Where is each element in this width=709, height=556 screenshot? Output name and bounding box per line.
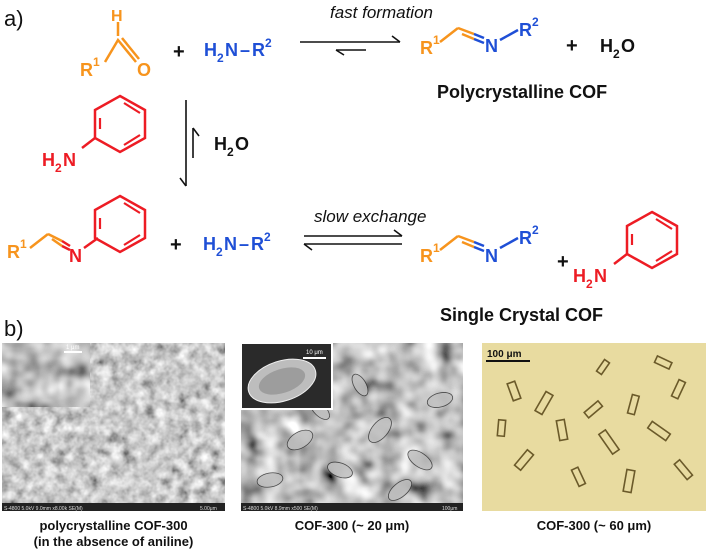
imine-product-2: R 1 N R 2: [420, 223, 539, 266]
aldehyde-o: O: [137, 60, 151, 80]
caption-polycrystalline-line2: (in the absence of aniline): [33, 534, 194, 549]
plus-1: +: [173, 41, 185, 63]
aldehyde-r: R: [80, 60, 93, 80]
svg-text:2: 2: [532, 223, 539, 237]
water-vertical: H 2 O: [214, 134, 249, 159]
svg-text:N: N: [63, 150, 76, 170]
amine-h: H: [204, 40, 217, 60]
scale-2: 100μm: [442, 506, 457, 512]
amine-r-sup: 2: [265, 36, 272, 50]
svg-text:2: 2: [227, 145, 234, 159]
caption-60um: COF-300 (~ 60 μm): [536, 518, 652, 533]
plus-2: +: [566, 35, 578, 57]
svg-text:2: 2: [613, 47, 620, 61]
sem-image-polycrystalline: 1 μm S-4800 5.0kV 9.0mm x8.00k SE(M) 5.0…: [1, 342, 225, 512]
svg-text:O: O: [235, 134, 249, 154]
plus-3: +: [170, 234, 182, 256]
equilibrium-arrow-slow: [303, 229, 403, 251]
aryl-imine-molecule: R 1 N: [7, 194, 147, 266]
imine-r1: R: [420, 38, 433, 58]
imine-r1-sup: 1: [433, 33, 440, 47]
amine-n: N: [225, 40, 238, 60]
svg-text:H: H: [42, 150, 55, 170]
inset-scale-2: 10 μm: [306, 350, 323, 356]
svg-text:N: N: [224, 234, 237, 254]
fast-formation-label: fast formation: [330, 3, 433, 22]
svg-text:1: 1: [433, 241, 440, 255]
svg-text:H: H: [600, 36, 613, 56]
imine-n: N: [485, 36, 498, 56]
caption-20um: COF-300 (~ 20 μm): [294, 518, 410, 533]
scale-1: 5.00μm: [200, 506, 217, 512]
svg-text:2: 2: [264, 230, 271, 244]
amine-reagent-1: H 2 N – R 2: [204, 36, 272, 65]
svg-text:2: 2: [586, 277, 593, 291]
svg-text:O: O: [621, 36, 635, 56]
imine-product-1: R 1 N R 2: [420, 15, 539, 58]
svg-text:R: R: [7, 242, 20, 262]
sem-footer-1: S-4800 5.0kV 9.0mm x8.00k SE(M): [4, 506, 83, 512]
sem-image-20um: 10 μm S-4800 5.0kV 8.9mm x500 SE(M) 100μ…: [240, 342, 463, 512]
aniline-molecule-1: H 2 N: [42, 94, 147, 175]
imine-r2: R: [519, 20, 532, 40]
svg-text:R: R: [519, 228, 532, 248]
equilibrium-arrow-fast: [300, 35, 401, 56]
polycrystalline-cof-label: Polycrystalline COF: [437, 82, 607, 102]
inset-scale-1: 1 μm: [66, 345, 79, 351]
panel-b-label: b): [4, 316, 24, 341]
svg-text:H: H: [203, 234, 216, 254]
svg-text:2: 2: [55, 161, 62, 175]
imine-r2-sup: 2: [532, 15, 539, 29]
caption-polycrystalline: polycrystalline COF-300 (in the absence …: [2, 518, 225, 550]
panel-a-label: a): [4, 6, 24, 31]
sem-footer-2: S-4800 5.0kV 8.9mm x500 SE(M): [243, 506, 318, 512]
water-1: H 2 O: [600, 36, 635, 61]
svg-text:H: H: [573, 266, 586, 286]
aniline-molecule-2: H 2 N: [573, 210, 679, 291]
svg-text:1: 1: [20, 237, 27, 251]
single-crystal-cof-label: Single Crystal COF: [440, 305, 603, 325]
plus-4: +: [557, 251, 569, 273]
scale-3: 100 μm: [487, 349, 522, 360]
aldehyde-h: H: [111, 8, 123, 25]
svg-text:–: –: [239, 234, 249, 254]
svg-text:N: N: [69, 246, 82, 266]
amine-r: R: [252, 40, 265, 60]
slow-exchange-label: slow exchange: [314, 207, 426, 226]
svg-text:2: 2: [216, 245, 223, 259]
svg-text:R: R: [420, 246, 433, 266]
svg-text:H: H: [214, 134, 227, 154]
svg-text:R: R: [251, 234, 264, 254]
amine-sub: 2: [217, 51, 224, 65]
aldehyde-r-sup: 1: [93, 55, 100, 69]
amine-dash: –: [240, 40, 250, 60]
optical-image-60um: 100 μm: [482, 343, 706, 511]
svg-text:N: N: [594, 266, 607, 286]
vertical-equilibrium-arrow: [179, 100, 200, 187]
amine-reagent-2: H 2 N – R 2: [203, 230, 271, 259]
caption-polycrystalline-line1: polycrystalline COF-300: [39, 518, 188, 533]
aldehyde-molecule: H O R 1: [80, 8, 151, 80]
svg-text:N: N: [485, 246, 498, 266]
